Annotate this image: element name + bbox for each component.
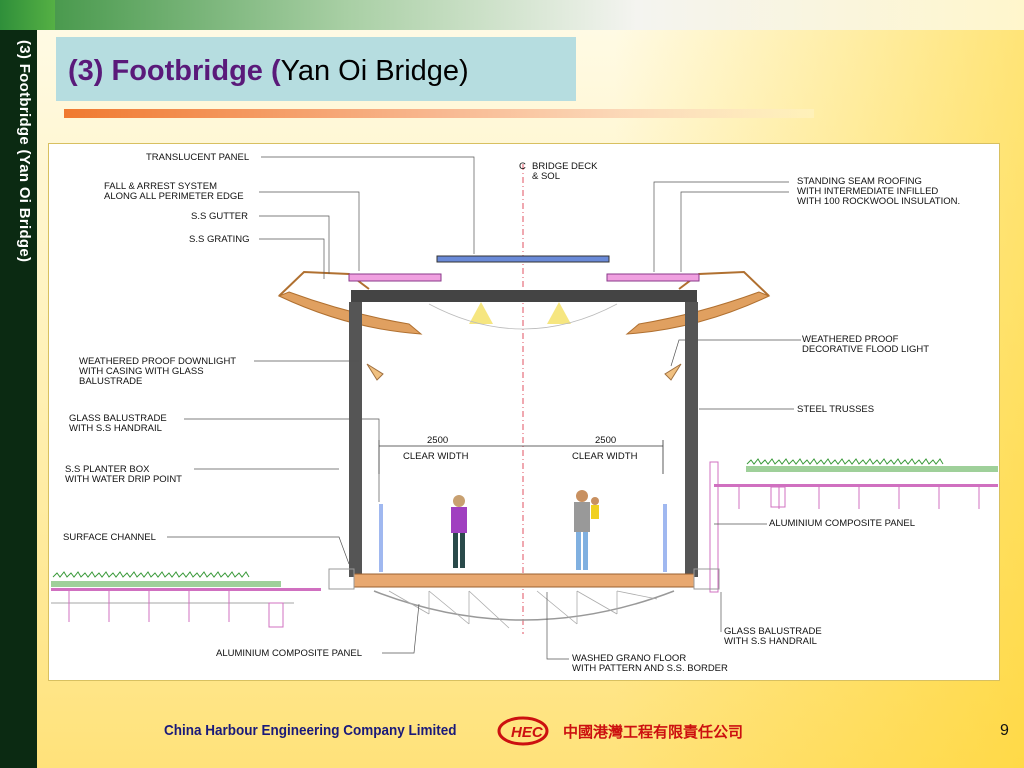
footer-company-name: China Harbour Engineering Company Limite… [164,722,457,739]
label-fall-arrest-2: ALONG ALL PERIMETER EDGE [104,191,244,202]
left-parapet [328,568,355,590]
label-glass-balustrade-left-2: WITH S.S HANDRAIL [69,423,162,434]
left-glass-balustrade [379,504,383,572]
ceiling-arc [428,303,618,330]
label-dim-right-value: 2500 [595,435,616,446]
label-steel-trusses: STEEL TRUSSES [797,404,874,415]
underside-truss [388,590,658,629]
page-number: 9 [1000,722,1009,739]
label-ss-gutter: S.S GUTTER [191,211,248,222]
title-part-2: Yan Oi Bridge) [280,55,469,87]
label-floodlight-2: DECORATIVE FLOOD LIGHT [802,344,929,355]
top-stripe [55,0,1024,30]
label-dim-right-text: CLEAR WIDTH [572,451,638,462]
downlight-right [547,302,571,324]
floodlight-left [366,363,384,381]
footer-company-name-chinese: 中國港灣工程有限責任公司 [563,723,744,741]
label-planter-1: S.S PLANTER BOX [65,464,150,475]
label-floodlight-1: WEATHERED PROOF [802,334,899,345]
left-posts [68,591,230,622]
label-cl-mark: C [519,161,526,172]
person-woman [451,495,467,568]
downlight-left [469,302,493,324]
side-title: (3) Footbridge (Yan Oi Bridge) [16,40,33,263]
label-dim-left-text: CLEAR WIDTH [403,451,469,462]
label-roofing-3: WITH 100 ROCKWOOL INSULATION. [797,196,960,207]
label-downlight-1: WEATHERED PROOF DOWNLIGHT [79,356,236,367]
label-downlight-2: WITH CASING WITH GLASS [79,366,204,377]
label-bridge-deck-2: & SOL [532,171,560,182]
section-svg: TRANSLUCENT PANEL FALL & ARREST SYSTEM A… [51,152,998,674]
right-column [685,302,698,577]
label-roofing-1: STANDING SEAM ROOFING [797,176,922,187]
right-posts [738,487,980,509]
label-glass-balustrade-right-2: WITH S.S HANDRAIL [724,636,817,647]
right-parapet [693,568,720,590]
label-ss-grating: S.S GRATING [189,234,250,245]
left-beam [51,588,321,591]
hec-logo-icon: HEC [497,716,549,746]
left-column [349,302,362,577]
label-dim-left-value: 2500 [427,435,448,446]
label-glass-balustrade-left-1: GLASS BALUSTRADE [69,413,167,424]
right-glass-balustrade [663,504,667,572]
label-surface-channel: SURFACE CHANNEL [63,532,156,543]
corner-accent [0,0,55,30]
right-ibeam [770,486,786,508]
right-abutment [709,461,719,593]
translucent-panel [436,255,610,263]
roof-beam [351,290,697,302]
underside-arc [373,590,675,621]
left-sidebar-bar [0,0,37,768]
title-underline [64,109,814,118]
label-roofing-2: WITH INTERMEDIATE INFILLED [797,186,938,197]
label-glass-balustrade-right-1: GLASS BALUSTRADE [724,626,822,637]
floodlight-right [664,363,682,381]
right-roof-deck [606,273,700,282]
svg-text:HEC: HEC [511,724,544,741]
left-grass [52,571,250,578]
leader-lines [167,156,801,660]
bridge-section-drawing: TRANSLUCENT PANEL FALL & ARREST SYSTEM A… [48,143,1000,681]
right-planting [746,466,998,472]
right-beam [714,484,998,487]
label-bridge-deck-1: BRIDGE DECK [532,161,598,172]
floor-deck [353,573,695,588]
label-alu-panel-bottom: ALUMINIUM COMPOSITE PANEL [216,648,362,659]
label-planter-2: WITH WATER DRIP POINT [65,474,182,485]
title-part-1: (3) Footbridge ( [68,55,281,87]
label-grano-2: WITH PATTERN AND S.S. BORDER [572,663,728,674]
right-grass [746,458,944,465]
person-man-with-child [574,490,599,570]
left-planting [51,581,281,587]
label-translucent-panel: TRANSLUCENT PANEL [146,152,249,163]
label-grano-1: WASHED GRANO FLOOR [572,653,686,664]
label-fall-arrest-1: FALL & ARREST SYSTEM [104,181,217,192]
label-downlight-3: BALUSTRADE [79,376,142,387]
left-roof-deck [348,273,442,282]
label-alu-panel-right: ALUMINIUM COMPOSITE PANEL [769,518,915,529]
left-ibeam [268,602,284,628]
title-box: (3) Footbridge (Yan Oi Bridge) [56,37,576,101]
slide-title: (3) Footbridge (Yan Oi Bridge) [68,55,469,88]
